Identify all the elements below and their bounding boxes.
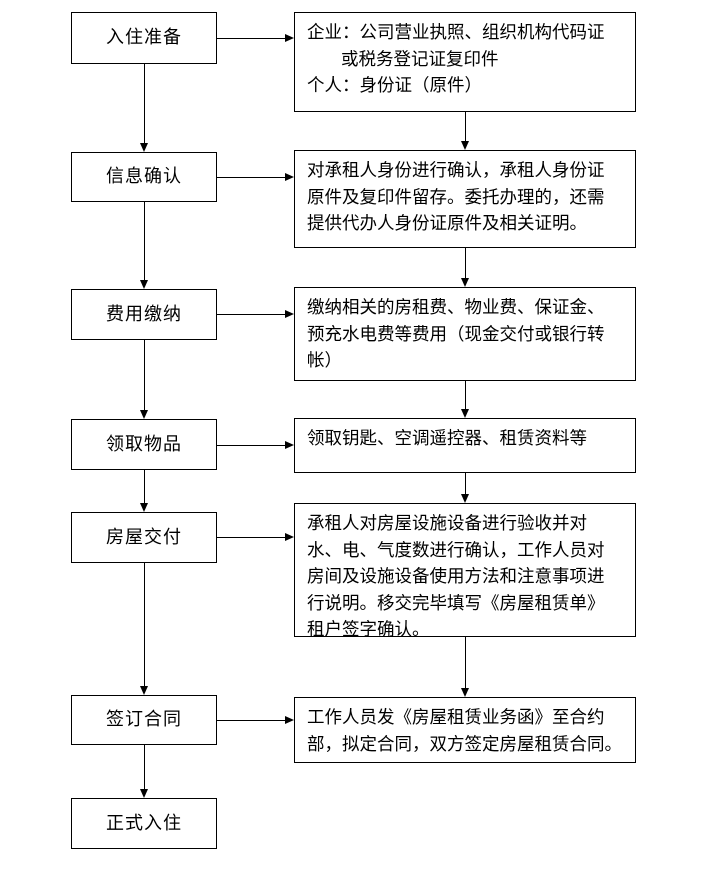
stage-label-7: 正式入住 bbox=[106, 812, 182, 834]
detail-box-1[interactable]: 企业：公司营业执照、组织机构代码证 或税务登记证复印件 个人：身份证（原件） bbox=[294, 12, 636, 112]
detail-box-5[interactable]: 承租人对房屋设施设备进行验收并对 水、电、气度数进行确认，工作人员对 房间及设施… bbox=[294, 503, 636, 640]
connector-stage4-detail4 bbox=[217, 445, 285, 446]
detail-line: 行说明。移交完毕填写《房屋租赁单》 bbox=[307, 593, 605, 614]
connector-detail4-detail5 bbox=[465, 473, 466, 494]
detail-line: 承租人对房屋设施设备进行验收并对 bbox=[307, 514, 587, 534]
detail-line: 个人：身份证（原件） bbox=[307, 76, 482, 96]
stage-box-7[interactable]: 正式入住 bbox=[71, 798, 217, 849]
connector-detail5-detail6 bbox=[465, 637, 466, 688]
arrowhead-down-detail6 bbox=[461, 688, 469, 697]
stage-box-6[interactable]: 签订合同 bbox=[71, 695, 217, 745]
stage-label-5: 房屋交付 bbox=[106, 526, 182, 548]
detail-line: 领取钥匙、空调遥控器、租赁资料等 bbox=[307, 429, 587, 449]
stage-label-2: 信息确认 bbox=[106, 166, 182, 188]
connector-stage4-stage5 bbox=[144, 470, 145, 503]
connector-stage3-detail3 bbox=[217, 314, 285, 315]
connector-stage6-detail6 bbox=[217, 720, 285, 721]
stage-label-3: 费用缴纳 bbox=[106, 303, 182, 325]
detail-line: 工作人员发《房屋租赁业务函》至合约 bbox=[307, 708, 605, 728]
connector-stage2-detail2 bbox=[217, 177, 285, 178]
arrowhead-down-stage2 bbox=[140, 143, 148, 152]
detail-line: 缴纳相关的房租费、物业费、保证金、 bbox=[307, 298, 605, 318]
arrowhead-down-stage4 bbox=[140, 410, 148, 419]
detail-line: 提供代办人身份证原件及相关证明。 bbox=[307, 214, 587, 234]
detail-line: 房间及设施设备使用方法和注意事项进 bbox=[307, 567, 605, 587]
detail-line: 部，拟定合同，双方签定房屋租赁合同。 bbox=[307, 734, 622, 755]
arrowhead-right-detail5 bbox=[285, 532, 294, 541]
arrowhead-down-detail3 bbox=[461, 278, 469, 287]
detail-line: 企业：公司营业执照、组织机构代码证 bbox=[307, 23, 605, 43]
arrowhead-down-stage7 bbox=[140, 789, 148, 798]
connector-stage6-stage7 bbox=[144, 745, 145, 789]
arrowhead-down-stage5 bbox=[140, 503, 148, 512]
connector-stage1-detail1 bbox=[217, 38, 285, 39]
detail-box-3[interactable]: 缴纳相关的房租费、物业费、保证金、 预充水电费等费用（现金交付或银行转 帐） bbox=[294, 287, 636, 381]
detail-line: 或税务登记证复印件 bbox=[341, 49, 499, 70]
detail-box-2[interactable]: 对承租人身份进行确认，承租人身份证 原件及复印件留存。委托办理的，还需 提供代办… bbox=[294, 150, 636, 248]
detail-line: 帐） bbox=[307, 351, 342, 371]
detail-box-6[interactable]: 工作人员发《房屋租赁业务函》至合约 部，拟定合同，双方签定房屋租赁合同。 bbox=[294, 697, 636, 763]
connector-stage3-stage4 bbox=[144, 340, 145, 410]
arrowhead-right-detail6 bbox=[285, 715, 294, 724]
stage-box-3[interactable]: 费用缴纳 bbox=[71, 289, 217, 340]
stage-box-2[interactable]: 信息确认 bbox=[71, 152, 217, 202]
arrowhead-down-detail2 bbox=[461, 141, 469, 150]
arrowhead-down-detail5 bbox=[461, 494, 469, 503]
stage-label-4: 领取物品 bbox=[106, 433, 182, 455]
arrowhead-right-detail1 bbox=[285, 33, 294, 42]
connector-stage5-stage6 bbox=[144, 563, 145, 686]
connector-stage2-stage3 bbox=[144, 202, 145, 280]
arrowhead-right-detail4 bbox=[285, 440, 294, 449]
connector-detail1-detail2 bbox=[465, 112, 466, 141]
detail-line: 水、电、气度数进行确认，工作人员对 bbox=[307, 540, 605, 561]
connector-stage5-detail5 bbox=[217, 537, 285, 538]
connector-stage1-stage2 bbox=[144, 64, 145, 143]
connector-detail2-detail3 bbox=[465, 248, 466, 278]
detail-line: 对承租人身份进行确认，承租人身份证 bbox=[307, 161, 605, 181]
detail-box-4[interactable]: 领取钥匙、空调遥控器、租赁资料等 bbox=[294, 418, 636, 473]
stage-box-4[interactable]: 领取物品 bbox=[71, 419, 217, 470]
detail-line: 原件及复印件留存。委托办理的，还需 bbox=[307, 187, 605, 208]
arrowhead-right-detail2 bbox=[285, 172, 294, 181]
stage-label-1: 入住准备 bbox=[106, 27, 182, 49]
detail-line: 预充水电费等费用（现金交付或银行转 bbox=[307, 324, 605, 345]
stage-label-6: 签订合同 bbox=[106, 709, 182, 731]
connector-detail3-detail4 bbox=[465, 381, 466, 409]
arrowhead-down-stage3 bbox=[140, 280, 148, 289]
arrowhead-down-stage6 bbox=[140, 686, 148, 695]
detail-line: 租户签字确认。 bbox=[307, 620, 430, 640]
arrowhead-down-detail4 bbox=[461, 409, 469, 418]
arrowhead-right-detail3 bbox=[285, 309, 294, 318]
stage-box-1[interactable]: 入住准备 bbox=[71, 12, 217, 64]
stage-box-5[interactable]: 房屋交付 bbox=[71, 512, 217, 563]
